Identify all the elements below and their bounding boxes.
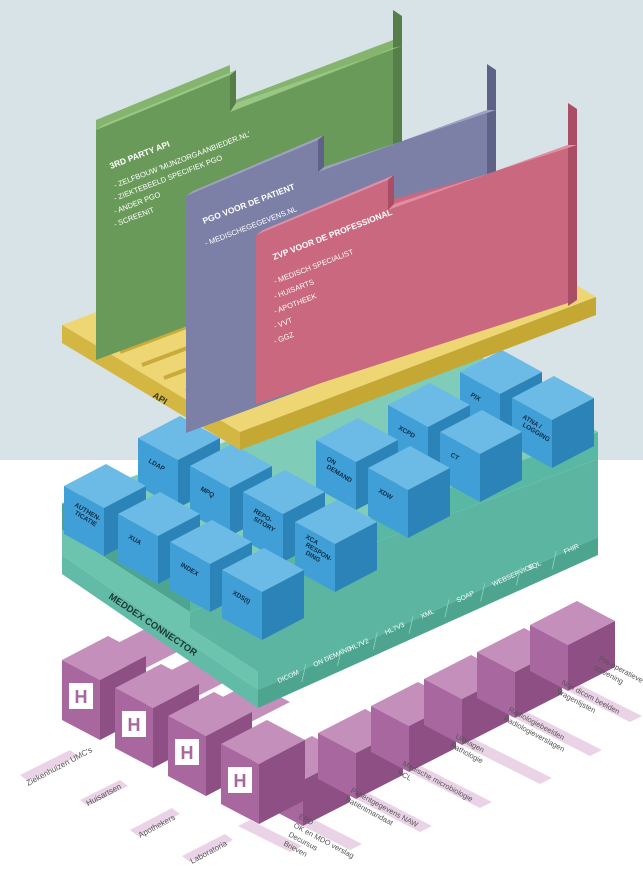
protocol-divider	[480, 583, 486, 602]
api-tray-front-face	[240, 297, 596, 450]
module-xdw: XDW	[368, 446, 450, 538]
connector-title-band	[62, 555, 258, 708]
hospital-icon-letter: H	[75, 687, 88, 707]
protocol-divider	[408, 615, 414, 634]
module-label: ON	[325, 456, 337, 467]
protocol-divider	[301, 663, 307, 682]
module-index: INDEX	[170, 520, 252, 612]
source-lanes	[20, 685, 642, 862]
module-label: PIX	[469, 392, 482, 404]
hospital-icon-letter: H	[128, 715, 141, 735]
module-ct: CT	[440, 410, 522, 502]
module-xds: XDS(I)	[222, 548, 304, 640]
module-atna-logging: ATNA /LOGGING	[512, 376, 594, 468]
hospital-icon-letter: H	[234, 771, 247, 791]
protocol-divider	[551, 551, 557, 570]
data-block-6	[530, 601, 615, 691]
hospital-icon	[175, 739, 199, 765]
hospital-cube-laboratoria: H	[221, 720, 305, 824]
protocol-divider	[372, 631, 378, 650]
protocol-divider	[444, 599, 450, 618]
hospital-icon	[228, 767, 252, 793]
protocol-divider	[337, 647, 342, 666]
hospital-icon	[122, 711, 146, 737]
hospital-icon-letter: H	[181, 743, 194, 763]
hospital-cubes: H H H H	[62, 636, 305, 824]
connector-protocol-band	[258, 537, 598, 708]
module-label: CT	[449, 452, 460, 462]
protocol-divider	[516, 567, 521, 586]
hospital-icon	[69, 683, 93, 709]
